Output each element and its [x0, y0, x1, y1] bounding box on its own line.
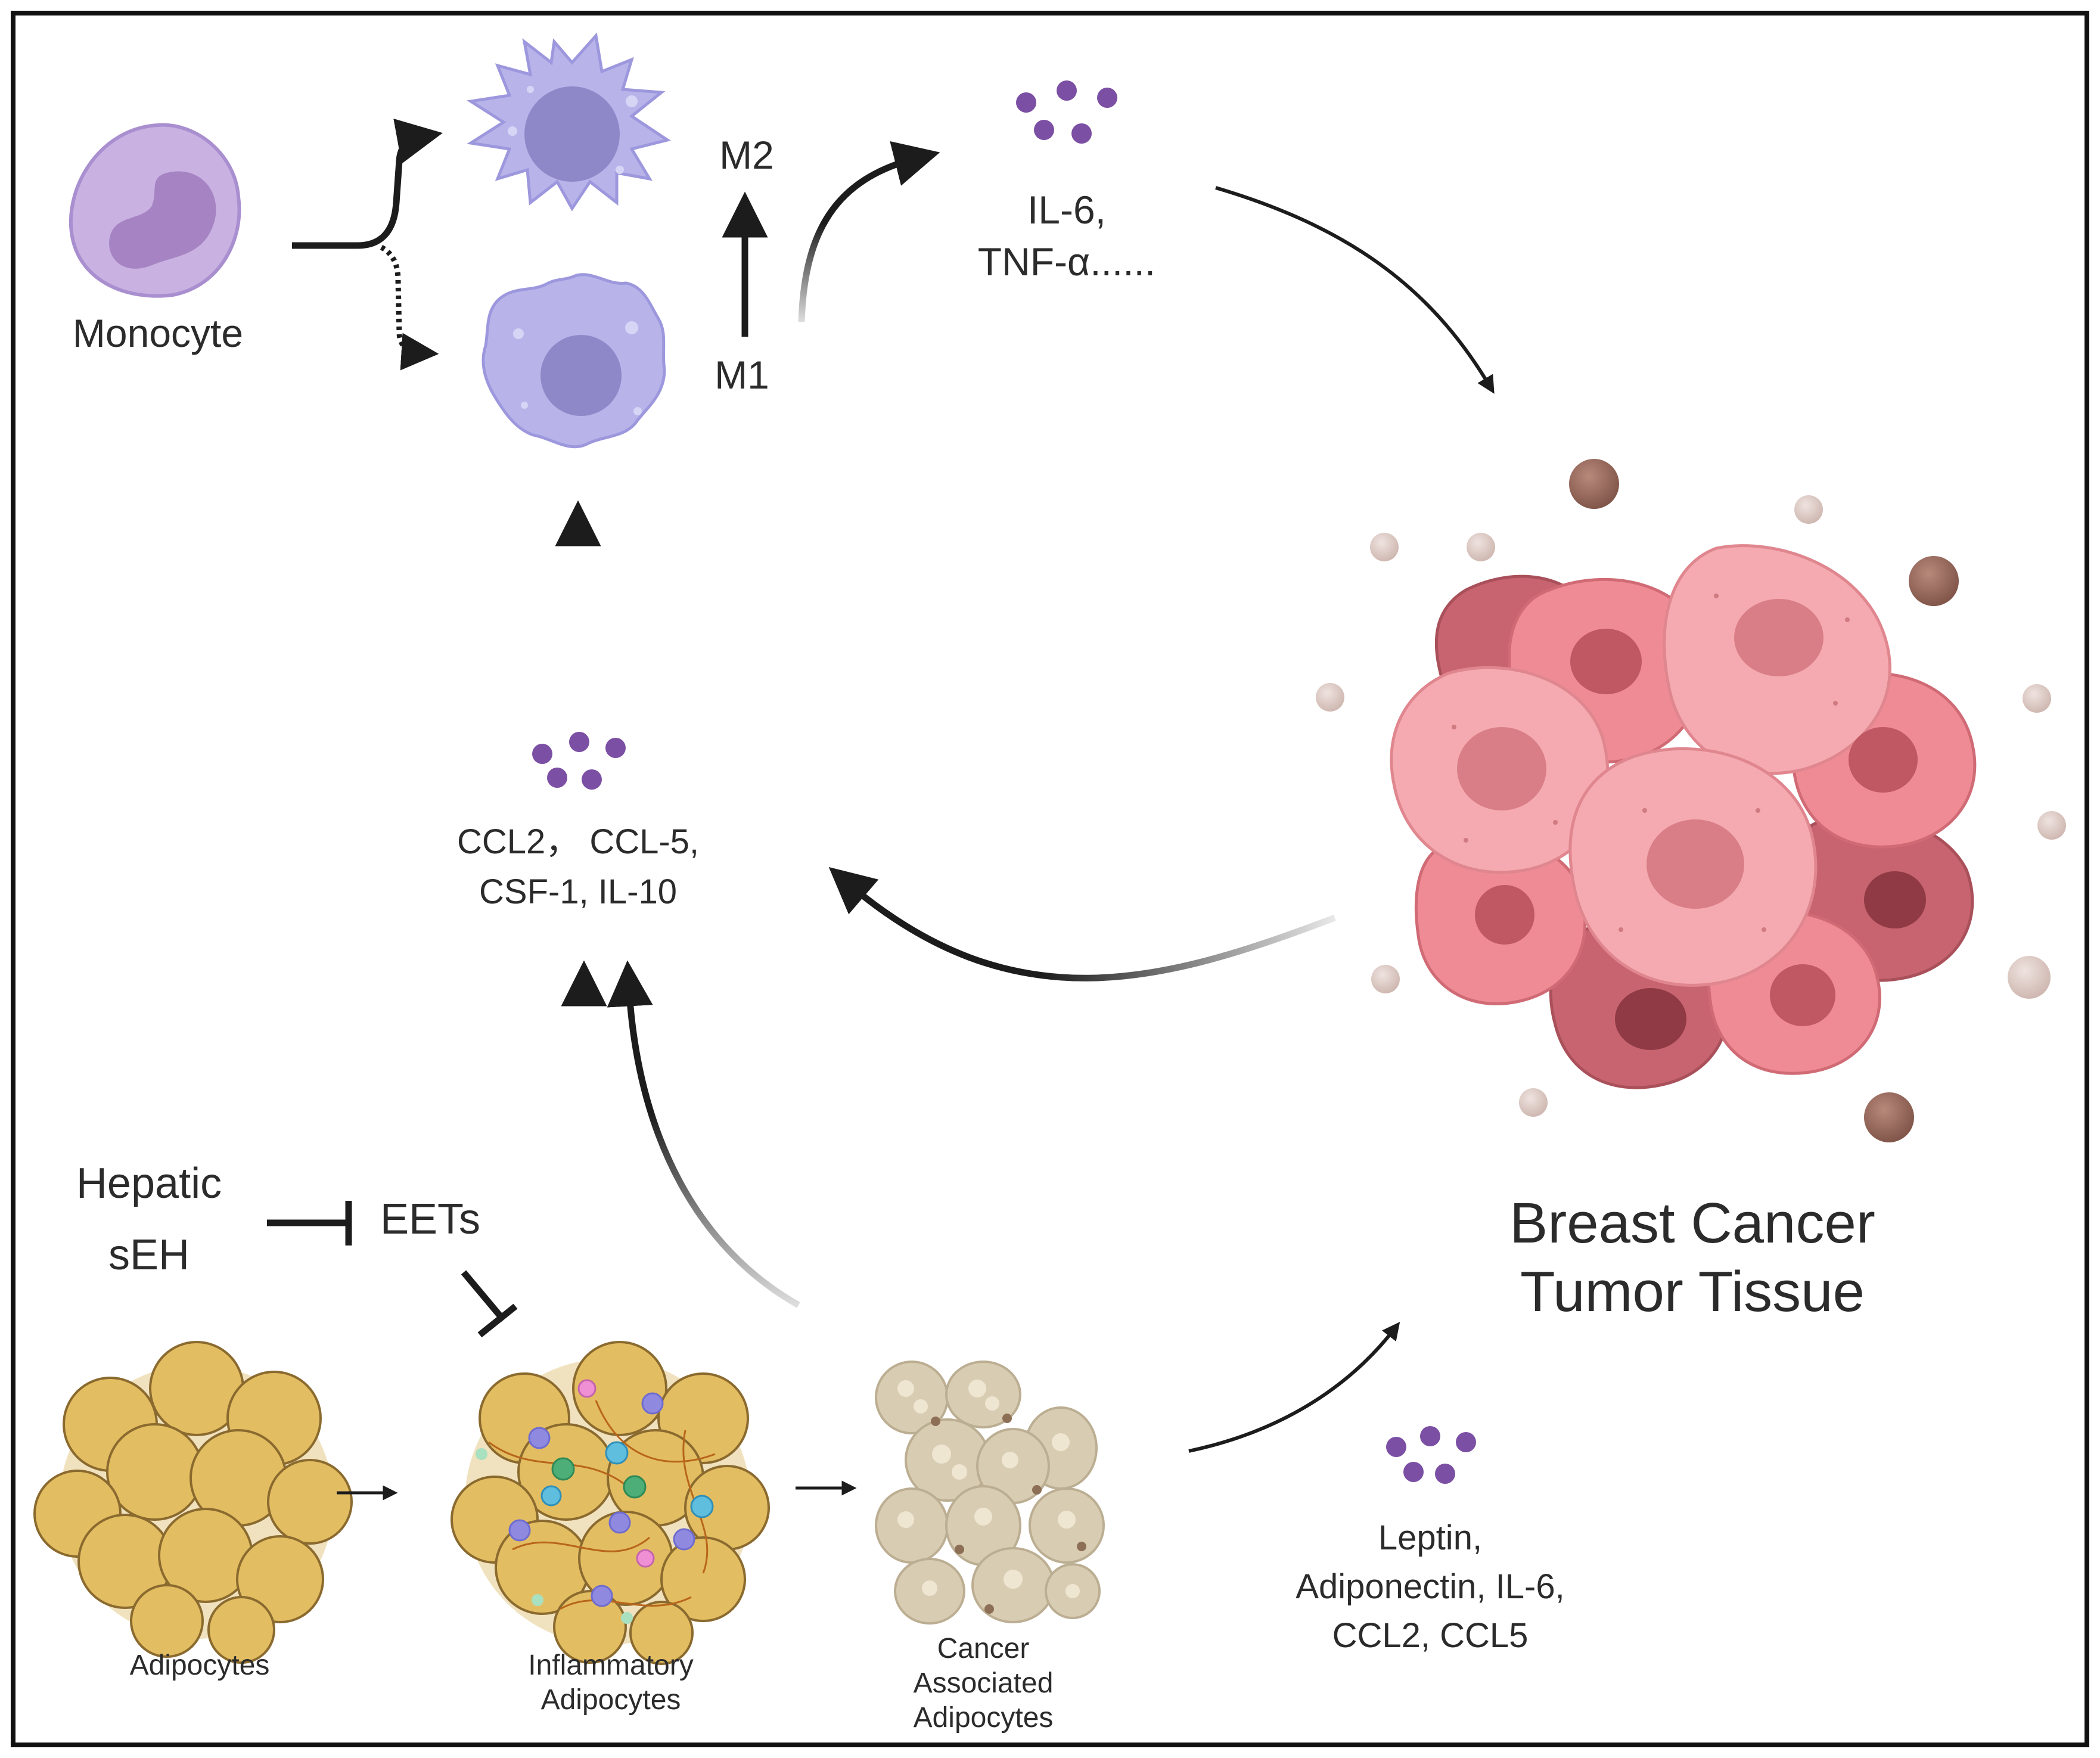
arrow-caa-to-tumor	[1188, 1322, 1400, 1453]
caa-line2: Associated	[914, 1667, 1054, 1699]
cancer-associated-adipocytes-icon	[875, 1361, 1105, 1625]
inhibit-EETs-to-inflammatory	[461, 1270, 518, 1338]
arrow-monocyte-to-m1-dotted	[380, 245, 439, 371]
caa-line1: Cancer	[937, 1633, 1030, 1664]
arrow-tumor-to-chemokines	[828, 866, 1336, 982]
caa-line3: Adipocytes	[914, 1702, 1054, 1734]
monocyte-label: Monocyte	[73, 311, 243, 355]
chemokine-dots-middle	[532, 732, 626, 790]
cytokines-top-line1: IL-6,	[1027, 188, 1106, 232]
arrow-monocyte-to-m2	[292, 119, 443, 249]
cytokines-top-line2: TNF-α......	[978, 240, 1155, 284]
chemokines-line1: CCL2， CCL-5,	[457, 822, 699, 861]
arrow-cytokines-to-tumor	[1215, 186, 1495, 394]
eets-label: EETs	[380, 1195, 480, 1243]
adipokine-dots-bottom	[1386, 1426, 1476, 1484]
inflammatory-line1: Inflammatory	[528, 1650, 693, 1681]
monocyte-icon	[69, 123, 241, 298]
hepatic-line2: sEH	[108, 1231, 190, 1279]
adipocytes-label: Adipocytes	[130, 1650, 270, 1681]
m1-label: M1	[715, 353, 769, 397]
adipokines-line3: CCL2, CCL5	[1332, 1616, 1529, 1655]
cytokine-dots-top	[1016, 80, 1117, 144]
hepatic-line1: Hepatic	[76, 1160, 222, 1207]
inflammatory-line2: Adipocytes	[541, 1684, 681, 1716]
tumor-line2: Tumor Tissue	[1520, 1260, 1865, 1324]
figure-border	[11, 11, 2089, 1747]
tumor-tissue-icon	[1316, 459, 2066, 1142]
m2-macrophage-icon	[467, 32, 672, 212]
m2-label: M2	[719, 133, 774, 177]
inflammatory-adipocytes-icon	[451, 1341, 770, 1665]
adipocytes-icon	[33, 1341, 353, 1664]
m1-macrophage-icon	[481, 273, 666, 449]
arrow-caa-to-chemokines-curved	[607, 960, 800, 1308]
adipokines-line2: Adiponectin, IL-6,	[1296, 1567, 1564, 1606]
tumor-line1: Breast Cancer	[1509, 1191, 1875, 1255]
arrow-m2-to-cytokines	[798, 141, 940, 322]
inhibit-sEH-to-EETs	[267, 1201, 352, 1245]
adipokines-line1: Leptin,	[1378, 1518, 1482, 1557]
chemokines-line2: CSF-1, IL-10	[479, 872, 677, 911]
